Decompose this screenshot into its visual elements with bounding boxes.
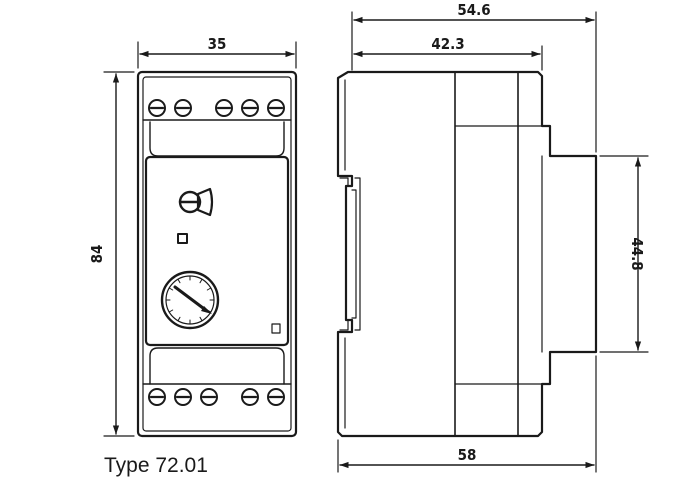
side-inner-contour (344, 79, 361, 429)
dim-label-front-height: 84 (88, 245, 106, 264)
screw-terminal-icon (215, 99, 233, 117)
front-inner-frame (142, 76, 292, 432)
dim-label-body-depth: 42.3 (431, 35, 464, 53)
status-led-icon (177, 233, 188, 244)
dim-label-base-width: 58 (458, 446, 477, 464)
front-outer-frame (136, 70, 298, 438)
screw-terminal-icon (267, 99, 285, 117)
led-lamp-icon (178, 187, 214, 217)
type-caption: Type 72.01 (104, 454, 208, 477)
side-view (336, 70, 598, 438)
knob-pointer (173, 285, 209, 313)
dimension-lines (103, 11, 649, 473)
screw-terminal-icon (174, 99, 192, 117)
dim-label-total-depth: 54.6 (457, 1, 490, 19)
bottom-terminal-strip (142, 347, 292, 406)
screw-terminal-icon (267, 388, 285, 406)
front-view (136, 70, 298, 438)
screw-terminal-icon (241, 99, 259, 117)
dim-label-front-width: 35 (208, 35, 227, 53)
din-clip-detail (339, 177, 357, 331)
front-cover-panel (144, 155, 290, 347)
screw-terminal-icon (148, 388, 166, 406)
top-terminal-strip (142, 99, 292, 157)
side-outline (336, 70, 598, 438)
dimension-labels: 35 84 54.6 42.3 58 44.8 (88, 1, 646, 464)
dim-label-neck-height: 44.8 (628, 237, 646, 270)
screw-terminal-icon (241, 388, 259, 406)
screw-terminal-icon (148, 99, 166, 117)
screw-terminal-icon (200, 388, 218, 406)
screw-terminal-icon (174, 388, 192, 406)
cover-mark (271, 323, 281, 334)
adjustment-knob-icon (160, 270, 220, 330)
